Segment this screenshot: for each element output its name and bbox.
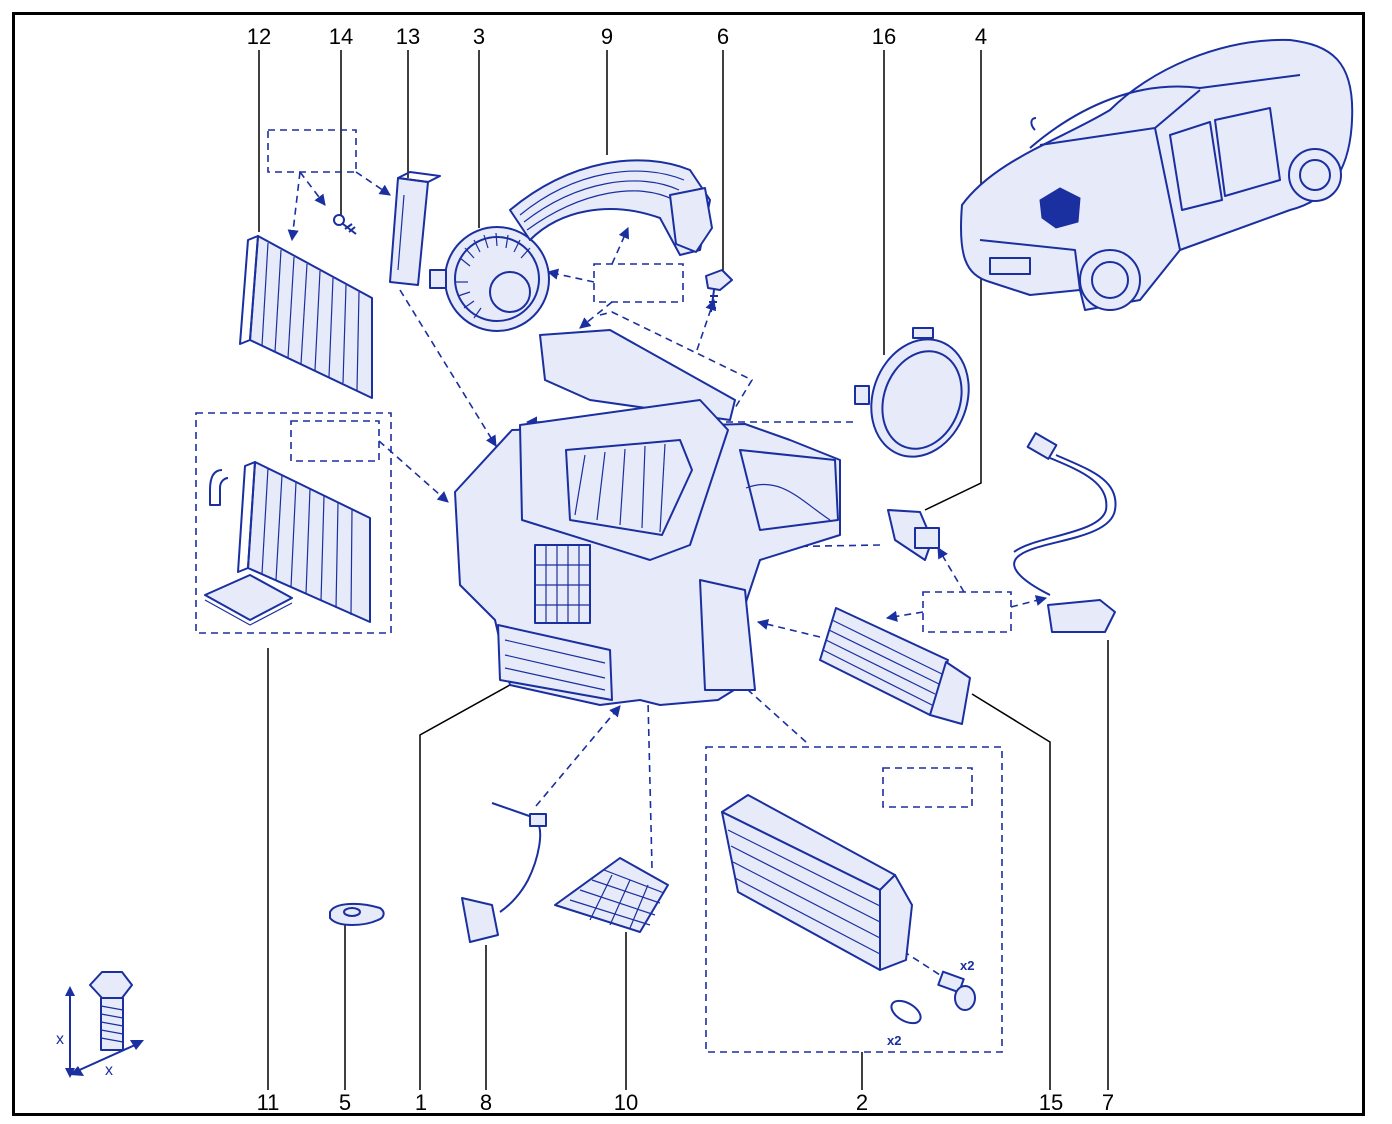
part-10-grille [554, 857, 669, 933]
part-16-seal-ring [854, 327, 970, 458]
callout-7: 7 [1102, 1090, 1114, 1115]
part-11-filter-kit [204, 461, 371, 626]
callout-10: 10 [614, 1090, 638, 1115]
legend-label-x-horizontal: x [105, 1062, 113, 1079]
legend-label-x-vertical: x [56, 1031, 64, 1048]
part-3-blower-fan [429, 226, 550, 332]
callout-labels: 12 14 13 3 9 6 16 4 11 5 1 8 10 2 15 7 [247, 24, 1114, 1115]
screw-qty-label: x2 [960, 958, 974, 973]
ring-qty-label: x2 [887, 1033, 901, 1048]
callout-14: 14 [329, 24, 353, 49]
callout-9: 9 [601, 24, 613, 49]
callout-16: 16 [872, 24, 896, 49]
part-14-screw [333, 214, 357, 235]
callout-8: 8 [480, 1090, 492, 1115]
part-5-grommet [329, 902, 385, 926]
callout-15: 15 [1039, 1090, 1063, 1115]
part-9-air-duct [509, 159, 713, 256]
callout-13: 13 [396, 24, 420, 49]
part-7-wiring-harness [1013, 432, 1117, 633]
part-6-bolt [705, 269, 733, 313]
leader-lines [258, 50, 1109, 1090]
part-2-heater-matrix: x2 x2 [721, 794, 976, 1048]
callout-12: 12 [247, 24, 271, 49]
torque-legend: x x [56, 971, 144, 1079]
part-12-cabin-filter [239, 235, 373, 399]
part-1-heater-housing [454, 329, 841, 706]
part-15-heater-element [819, 607, 971, 725]
callout-2: 2 [856, 1090, 868, 1115]
callout-3: 3 [473, 24, 485, 49]
part-8-sensor [461, 802, 547, 943]
callout-5: 5 [339, 1090, 351, 1115]
part-13-flap-cover [389, 171, 441, 286]
part-4-resistor [887, 509, 940, 561]
callout-4: 4 [975, 24, 987, 49]
callout-6: 6 [717, 24, 729, 49]
callout-1: 1 [415, 1090, 427, 1115]
car-illustration [959, 38, 1354, 311]
dashed-guides [195, 129, 1048, 1053]
callout-11: 11 [257, 1090, 280, 1115]
